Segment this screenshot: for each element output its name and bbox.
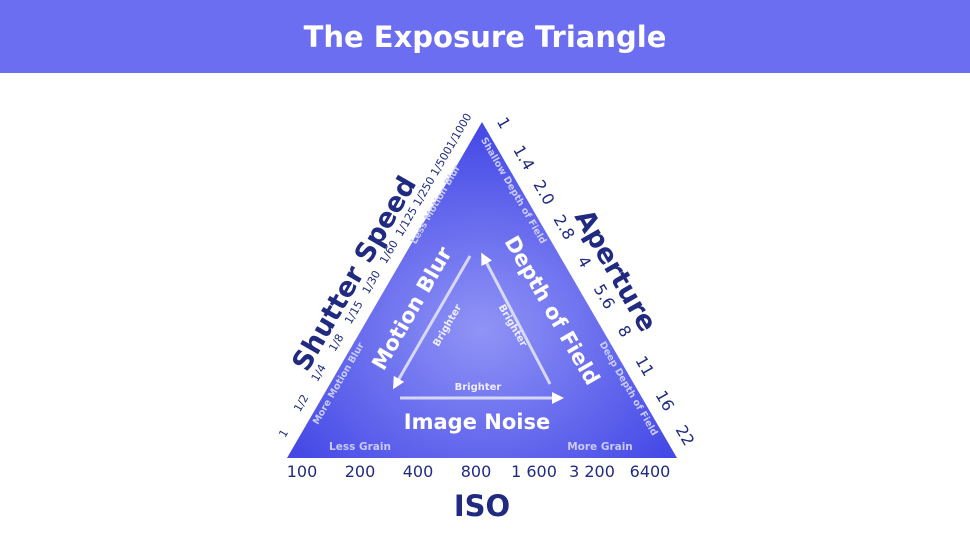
- shutter-tick: 1: [276, 427, 291, 440]
- iso-tick: 800: [461, 462, 492, 481]
- arrow-motion-blur: [392, 255, 472, 390]
- more-grain: More Grain: [567, 441, 633, 453]
- aperture-tick: 16: [652, 387, 679, 414]
- aperture-tick: 4: [573, 253, 595, 271]
- iso-tick: 400: [403, 462, 434, 481]
- page-title: The Exposure Triangle: [303, 19, 667, 54]
- iso-tick: 6400: [630, 462, 671, 481]
- aperture-tick: 11: [631, 352, 658, 379]
- header-bar: The Exposure Triangle: [0, 0, 970, 73]
- aperture-tick: 1: [493, 114, 515, 132]
- iso-tick: 100: [287, 462, 318, 481]
- aperture-tick: 8: [614, 322, 636, 340]
- iso-tick: 3 200: [569, 462, 615, 481]
- aperture-tick: 22: [672, 422, 699, 449]
- iso-title: ISO: [454, 489, 510, 523]
- less-grain: Less Grain: [329, 441, 391, 453]
- shutter-tick: 1/2: [291, 392, 311, 414]
- aperture-tick: 1.4: [509, 142, 538, 174]
- image-noise-label: Image Noise: [404, 410, 550, 434]
- triangle: [287, 122, 677, 458]
- brighter-iso: Brighter: [455, 382, 502, 393]
- aperture-tick: 2.0: [529, 177, 558, 209]
- iso-tick: 1 600: [511, 462, 557, 481]
- iso-tick: 200: [345, 462, 376, 481]
- arrow-depth-of-field: [481, 252, 552, 385]
